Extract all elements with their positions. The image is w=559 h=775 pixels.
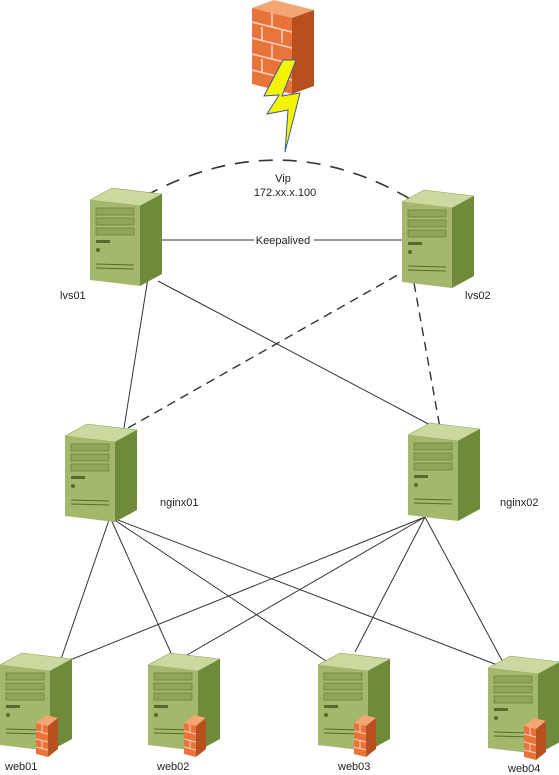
server-icon	[401, 189, 475, 289]
connections	[59, 159, 506, 667]
link-nginx02-web02	[174, 516, 426, 663]
nginx02-server: nginx02	[407, 422, 539, 522]
firewall-icon	[353, 714, 377, 758]
web01-label: web01	[4, 761, 37, 773]
vip-title: Vip	[275, 173, 291, 185]
link-nginx01-web04	[109, 516, 501, 667]
link-nginx01-web02	[109, 516, 176, 663]
vip-arc	[144, 159, 421, 206]
keepalived-label: Keepalived	[256, 235, 310, 247]
server-icon	[487, 655, 559, 755]
server-icon	[407, 422, 481, 522]
firewall-icon	[35, 714, 59, 758]
nginx01-server: nginx01	[64, 423, 199, 523]
link-nginx02-web01	[64, 516, 426, 663]
link-nginx01-web03	[109, 516, 333, 666]
link-lvs01-nginx01	[123, 277, 149, 429]
link-nginx01-web01	[59, 516, 111, 663]
lvs01-label: lvs01	[60, 290, 86, 302]
server-icon	[89, 187, 163, 287]
web01-server: web01	[0, 652, 73, 773]
server-icon	[64, 423, 138, 523]
web02-server: web02	[147, 652, 221, 773]
link-nginx02-web03	[354, 516, 426, 653]
web04-server: web04	[487, 655, 559, 775]
lvs02-label: lvs02	[465, 290, 491, 302]
web02-label: web02	[156, 761, 189, 773]
lightning-icon	[263, 59, 301, 153]
web04-label: web04	[507, 763, 540, 775]
link-lvs01-nginx02	[157, 280, 437, 429]
vip-address: 172.xx.x.100	[254, 187, 316, 199]
firewall-icon	[183, 714, 207, 758]
lvs02-server: lvs02	[401, 189, 491, 302]
firewall-icon	[523, 717, 547, 761]
link-nginx02-web04	[424, 516, 506, 667]
link-lvs02-nginx01	[127, 267, 411, 429]
nginx02-label: nginx02	[500, 497, 539, 509]
nginx01-label: nginx01	[160, 497, 199, 509]
web03-label: web03	[337, 761, 370, 773]
web03-server: web03	[317, 652, 391, 773]
link-lvs02-nginx02	[413, 282, 441, 429]
lvs01-server: lvs01	[60, 187, 163, 302]
